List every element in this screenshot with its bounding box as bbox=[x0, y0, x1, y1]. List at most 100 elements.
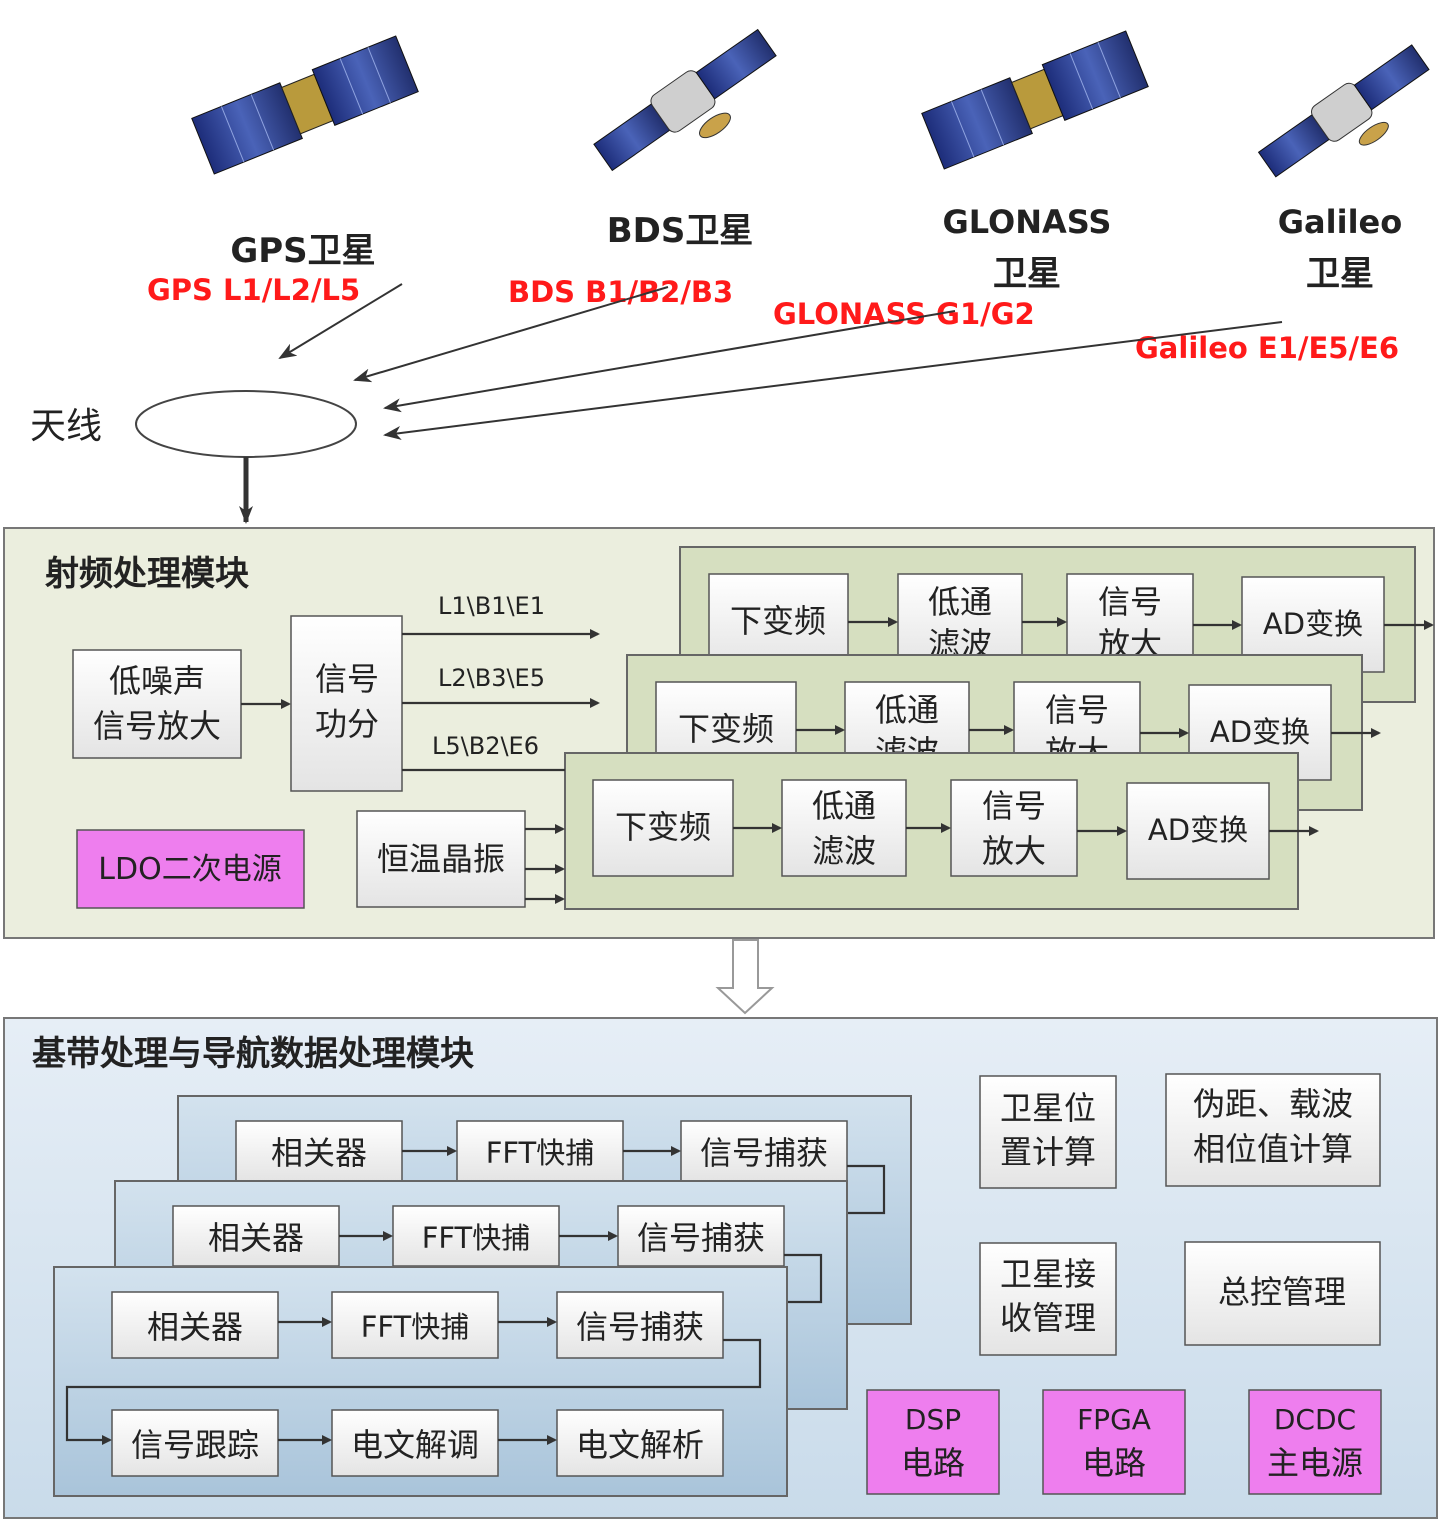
correlator-label-1: 相关器 bbox=[271, 1134, 367, 1172]
downconvert-label-3: 下变频 bbox=[615, 808, 711, 846]
galileo-band-label: Galileo E1/E5/E6 bbox=[1135, 331, 1399, 365]
rf-module-title: 射频处理模块 bbox=[45, 554, 249, 594]
module-transfer-arrow bbox=[715, 939, 775, 1015]
branch-label-1: L1\B1\E1 bbox=[438, 592, 545, 620]
fpga-label-1: FPGA bbox=[1077, 1403, 1151, 1436]
dsp-label-2: 电路 bbox=[901, 1444, 965, 1482]
amplify-label-1a: 信号 bbox=[1098, 583, 1162, 621]
antenna-label: 天线 bbox=[30, 406, 102, 447]
bb2-loop-line bbox=[784, 1253, 823, 1304]
gps-satellite-label: GPS卫星 bbox=[230, 231, 375, 271]
dsp-box bbox=[866, 1389, 1000, 1495]
splitter-label-1: 信号 bbox=[315, 660, 379, 698]
ocxo-label: 恒温晶振 bbox=[377, 840, 505, 878]
correlator-box-3 bbox=[111, 1291, 279, 1359]
fpga-label-2: 电路 bbox=[1082, 1444, 1146, 1482]
ocxo-box bbox=[356, 810, 526, 908]
galileo-satellite-label: Galileo bbox=[1278, 203, 1402, 241]
downconvert-box-3 bbox=[592, 779, 734, 877]
bds-satellite-label: BDS卫星 bbox=[607, 211, 754, 251]
amplify-box-1 bbox=[1066, 573, 1194, 670]
fft-box-3 bbox=[331, 1291, 499, 1359]
antenna-ellipse bbox=[135, 390, 357, 458]
amplify-box-3 bbox=[950, 779, 1078, 877]
ldo-power-label: LDO二次电源 bbox=[98, 852, 281, 887]
glonass-satellite-label-2: 卫星 bbox=[993, 254, 1061, 294]
bds-band-label: BDS B1/B2/B3 bbox=[508, 275, 733, 309]
adc-label-1: AD变换 bbox=[1263, 607, 1363, 641]
glonass-satellite-label: GLONASS bbox=[943, 203, 1112, 241]
amplify-label-2a: 信号 bbox=[1045, 691, 1109, 729]
demod-label: 电文解调 bbox=[351, 1426, 479, 1464]
parse-label: 电文解析 bbox=[576, 1426, 704, 1464]
adc-label-2: AD变换 bbox=[1210, 715, 1310, 749]
master-control-box bbox=[1184, 1241, 1381, 1346]
lowpass-label-3b: 滤波 bbox=[812, 832, 876, 870]
capture-box-3 bbox=[556, 1291, 724, 1359]
satellite-gps-icon bbox=[191, 35, 419, 175]
gps-signal-arrow bbox=[278, 283, 403, 360]
capture-label-3: 信号捕获 bbox=[576, 1308, 704, 1346]
downconvert-label-1: 下变频 bbox=[730, 602, 826, 640]
satellite-bds-icon bbox=[593, 28, 777, 172]
fft-label-2: FFT快捕 bbox=[422, 1221, 531, 1255]
splitter-box bbox=[290, 615, 403, 792]
glonass-band-label: GLONASS G1/G2 bbox=[773, 297, 1035, 331]
gps-band-label: GPS L1/L2/L5 bbox=[147, 273, 360, 307]
bb-module-title: 基带处理与导航数据处理模块 bbox=[32, 1034, 474, 1074]
correlator-label-2: 相关器 bbox=[208, 1219, 304, 1257]
dsp-label-1: DSP bbox=[905, 1403, 961, 1436]
dcdc-label-1: DCDC bbox=[1274, 1403, 1356, 1436]
sat-position-box bbox=[979, 1075, 1117, 1189]
lowpass-label-3a: 低通 bbox=[812, 787, 876, 825]
galileo-satellite-label-2: 卫星 bbox=[1306, 254, 1374, 294]
downconvert-label-2: 下变频 bbox=[678, 710, 774, 748]
correlator-label-3: 相关器 bbox=[147, 1308, 243, 1346]
sat-mgmt-box bbox=[979, 1242, 1117, 1356]
fft-box-2 bbox=[392, 1205, 560, 1267]
bb3-feedback-line bbox=[65, 1338, 762, 1445]
galileo-signal-arrow bbox=[383, 321, 1283, 440]
fft-label-1: FFT快捕 bbox=[486, 1136, 595, 1170]
fft-label-3: FFT快捕 bbox=[361, 1310, 470, 1344]
splitter-label-2: 功分 bbox=[315, 705, 379, 743]
dcdc-box bbox=[1248, 1389, 1382, 1495]
satellite-glonass-icon bbox=[921, 30, 1149, 170]
adc-box-3 bbox=[1126, 782, 1270, 880]
lowpass-box-3 bbox=[781, 779, 907, 877]
capture-label-2: 信号捕获 bbox=[637, 1219, 765, 1257]
ldo-power-box bbox=[76, 829, 305, 909]
pseudorange-label-2: 相位值计算 bbox=[1193, 1130, 1353, 1168]
fft-box-1 bbox=[456, 1120, 624, 1182]
lna-label-2: 信号放大 bbox=[93, 707, 221, 745]
lna-box bbox=[72, 649, 242, 759]
tracking-label: 信号跟踪 bbox=[131, 1426, 259, 1464]
adc-label-3: AD变换 bbox=[1148, 813, 1248, 847]
pseudorange-label-1: 伪距、载波 bbox=[1193, 1085, 1353, 1123]
master-control-label: 总控管理 bbox=[1218, 1273, 1346, 1311]
correlator-box-2 bbox=[172, 1205, 340, 1267]
branch-label-2: L2\B3\E5 bbox=[438, 664, 545, 692]
bds-signal-arrow bbox=[353, 286, 669, 383]
branch-label-3: L5\B2\E6 bbox=[432, 732, 539, 760]
capture-box-1 bbox=[680, 1120, 848, 1182]
lowpass-box-1 bbox=[897, 573, 1023, 670]
amplify-label-3a: 信号 bbox=[982, 787, 1046, 825]
sat-mgmt-label-1: 卫星接 bbox=[1000, 1255, 1096, 1293]
bb1-loop-line bbox=[847, 1164, 886, 1215]
amplify-label-3b: 放大 bbox=[982, 832, 1046, 870]
sat-position-label-1: 卫星位 bbox=[1000, 1089, 1096, 1127]
downconvert-box-1 bbox=[708, 573, 849, 670]
pseudorange-box bbox=[1165, 1073, 1381, 1187]
lowpass-label-1a: 低通 bbox=[928, 583, 992, 621]
dcdc-label-2: 主电源 bbox=[1267, 1444, 1363, 1482]
tracking-box bbox=[111, 1409, 279, 1477]
demod-box bbox=[331, 1409, 499, 1477]
capture-label-1: 信号捕获 bbox=[700, 1134, 828, 1172]
lowpass-label-2a: 低通 bbox=[875, 691, 939, 729]
fpga-box bbox=[1042, 1389, 1186, 1495]
glonass-signal-arrow bbox=[383, 310, 956, 413]
sat-position-label-2: 置计算 bbox=[1000, 1133, 1096, 1171]
satellite-galileo-icon bbox=[1257, 44, 1430, 178]
lna-label-1: 低噪声 bbox=[109, 662, 205, 700]
